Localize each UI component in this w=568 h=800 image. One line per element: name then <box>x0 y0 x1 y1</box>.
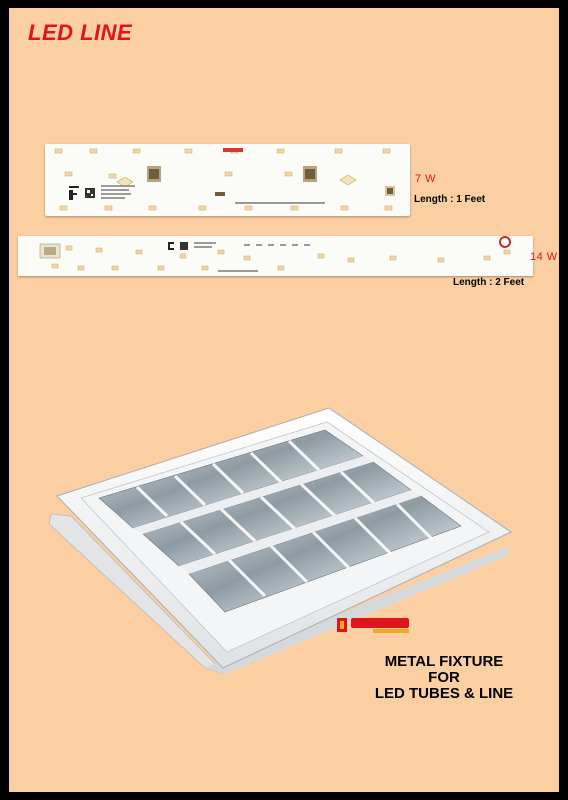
fixture-caption: METAL FIXTURE FOR LED TUBES & LINE <box>354 654 534 702</box>
led-strip-1ft-image <box>45 144 410 216</box>
flyer-page: LED LINE <box>9 8 559 792</box>
caption-line-2: FOR <box>428 669 460 686</box>
caption-line-1: METAL FIXTURE <box>384 653 504 670</box>
led-strip-2ft-image <box>18 236 533 276</box>
length-label-2ft: Length : 2 Feet <box>453 277 525 288</box>
metal-fixture-image <box>37 406 537 679</box>
page-title: LED LINE <box>28 20 133 45</box>
length-label-1ft: Length : 1 Feet <box>414 194 486 205</box>
wattage-label-7w: 7 W <box>415 173 437 185</box>
wattage-label-14w: 14 W <box>530 251 558 263</box>
caption-line-3: LED TUBES & LINE <box>374 685 514 702</box>
